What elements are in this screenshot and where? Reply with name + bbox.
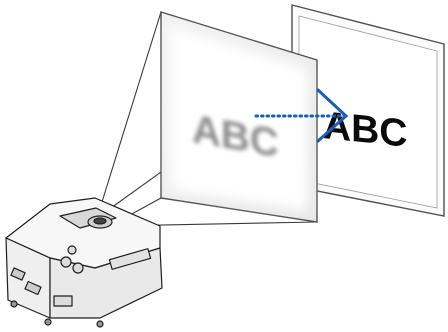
projector-control-panel xyxy=(59,207,117,229)
blurred-screen: ABC xyxy=(160,11,318,223)
projector-vent xyxy=(108,248,152,270)
projector-lens xyxy=(93,217,107,225)
projector-foot-2 xyxy=(44,318,52,326)
projector-foot-3 xyxy=(96,320,104,328)
blurred-screen-glow xyxy=(170,26,308,212)
projector-button-1 xyxy=(60,256,72,268)
projection-line-top-left xyxy=(96,11,162,219)
focused-screen-text: ABC xyxy=(323,104,407,156)
projector-foot-1 xyxy=(10,300,18,308)
projector-icon xyxy=(5,197,163,328)
projector-panel-door xyxy=(53,295,73,307)
projector-button-2 xyxy=(72,262,84,274)
projector-port-2 xyxy=(24,280,42,296)
projector-port-1 xyxy=(10,267,26,281)
focus-arrow-icon xyxy=(316,88,349,143)
focus-indicator xyxy=(254,88,349,143)
projector-button-3 xyxy=(67,245,77,255)
